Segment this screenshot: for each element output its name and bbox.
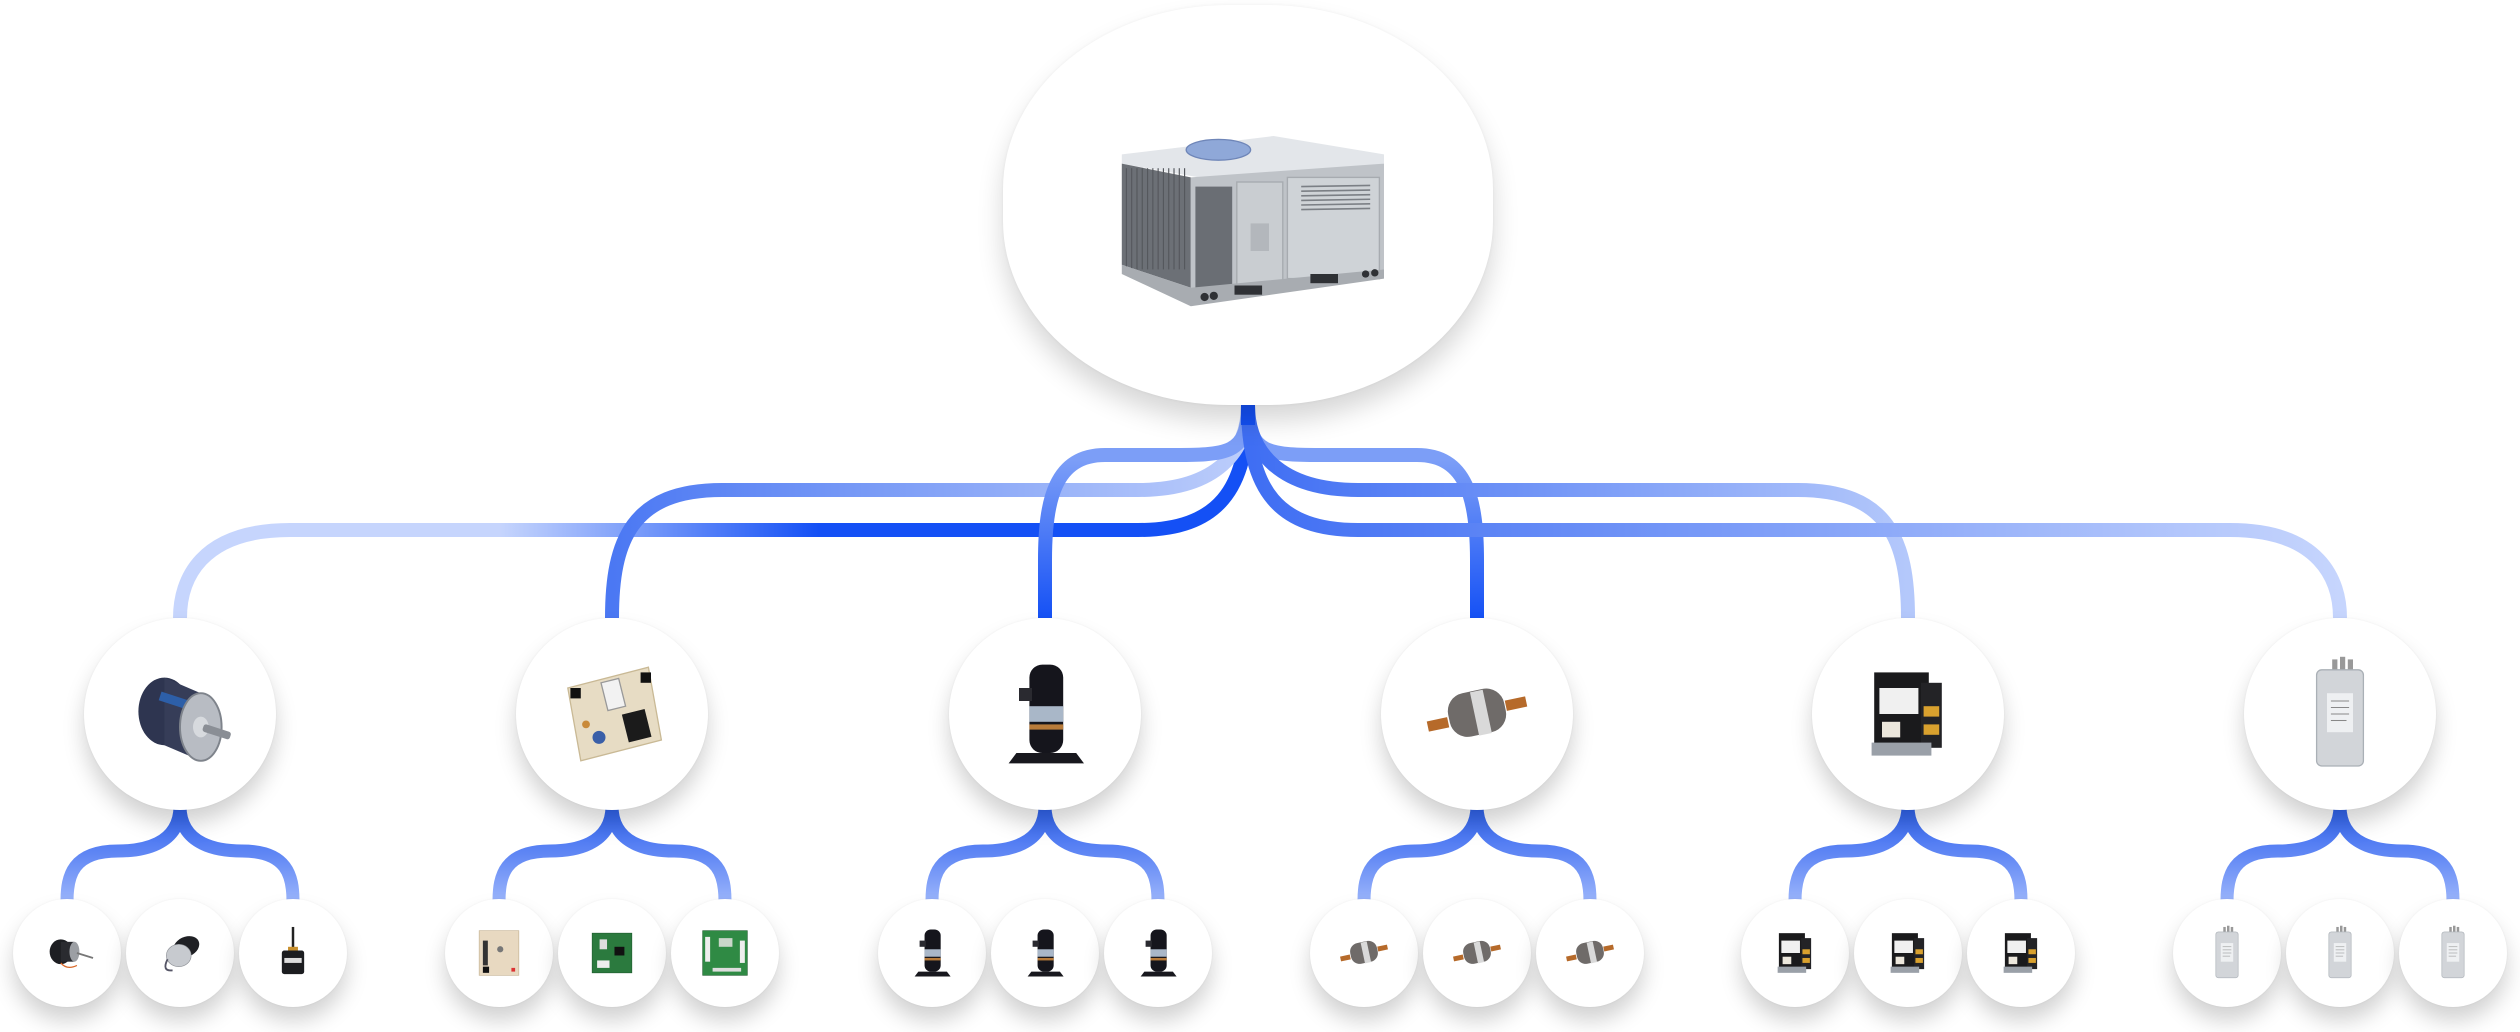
capacitor-icon (2309, 922, 2371, 984)
part-node[interactable]: Contactor A (1741, 899, 1849, 1007)
compressor-icon (1014, 922, 1076, 984)
filter-drier-icon (1412, 649, 1542, 779)
category-node-1[interactable]: Blower motor (84, 618, 276, 810)
branch-link-6-3 (2333, 805, 2460, 902)
part-node[interactable]: ECM motor (126, 899, 234, 1007)
fan-motor-shaft-icon (262, 922, 324, 984)
ecm-motor-icon (149, 922, 211, 984)
part-node[interactable]: Filter drier B (1423, 899, 1531, 1007)
branch-link-5-3 (1901, 805, 2028, 902)
part-node[interactable]: Capacitor B (2286, 899, 2394, 1007)
category-node-3[interactable]: Scroll compressor (949, 618, 1141, 810)
trunk-link-6 (1241, 404, 2347, 619)
branch-link-4-1 (1357, 805, 1484, 902)
compressor-icon (980, 649, 1110, 779)
trunk-link-1 (173, 404, 1255, 619)
contactor-icon (1764, 922, 1826, 984)
branch-link-2-1 (492, 805, 619, 902)
compressor-icon (1127, 922, 1189, 984)
control-board-icon (547, 649, 677, 779)
part-node[interactable]: Capacitor A (2173, 899, 2281, 1007)
part-node[interactable]: Contactor C (1967, 899, 2075, 1007)
contactor-icon (1877, 922, 1939, 984)
filter-drier-icon (1559, 922, 1621, 984)
branch-link-1-3 (173, 805, 300, 902)
trunk-link-5 (1241, 404, 1915, 619)
part-node[interactable]: Capacitor C (2399, 899, 2507, 1007)
part-node[interactable]: Control board beige (445, 899, 553, 1007)
part-node[interactable]: Compressor A (878, 899, 986, 1007)
board-beige-icon (468, 922, 530, 984)
branch-link-4-3 (1470, 805, 1597, 902)
contactor-icon (1843, 649, 1973, 779)
capacitor-icon (2422, 922, 2484, 984)
part-node[interactable]: Control board green A (558, 899, 666, 1007)
filter-drier-icon (1333, 922, 1395, 984)
rooftop-unit-icon (1108, 90, 1389, 320)
compressor-icon (901, 922, 963, 984)
capacitor-icon (2196, 922, 2258, 984)
part-node[interactable]: Condenser fan motor B (239, 899, 347, 1007)
branch-link-1-1 (60, 805, 187, 902)
branch-link-5-1 (1788, 805, 1915, 902)
part-node[interactable]: Compressor C (1104, 899, 1212, 1007)
part-node[interactable]: Filter drier A (1310, 899, 1418, 1007)
board-green-icon (581, 922, 643, 984)
trunk-link-2 (605, 404, 1255, 619)
part-node[interactable]: Condenser fan motor A (13, 899, 121, 1007)
filter-drier-icon (1446, 922, 1508, 984)
part-node[interactable]: Compressor B (991, 899, 1099, 1007)
part-node[interactable]: Filter drier C (1536, 899, 1644, 1007)
trunk-link-3 (1038, 404, 1255, 618)
category-node-4[interactable]: Filter drier (1381, 618, 1573, 810)
part-node[interactable]: Contactor B (1854, 899, 1962, 1007)
category-node-6[interactable]: Run capacitor (2244, 618, 2436, 810)
branch-link-3-1 (925, 805, 1052, 902)
branch-link-6-1 (2220, 805, 2347, 902)
category-node-2[interactable]: Defrost control board (516, 618, 708, 810)
branch-link-2-3 (605, 805, 732, 902)
category-node-5[interactable]: Contactor (1812, 618, 2004, 810)
motor-small-icon (36, 922, 98, 984)
board-green-large-icon (694, 922, 756, 984)
branch-link-3-3 (1038, 805, 1165, 902)
root-node[interactable]: Packaged rooftop HVAC unit (1003, 5, 1493, 405)
part-node[interactable]: Control board green B (671, 899, 779, 1007)
blower-motor-icon (115, 649, 245, 779)
contactor-icon (1990, 922, 2052, 984)
capacitor-icon (2275, 649, 2405, 779)
